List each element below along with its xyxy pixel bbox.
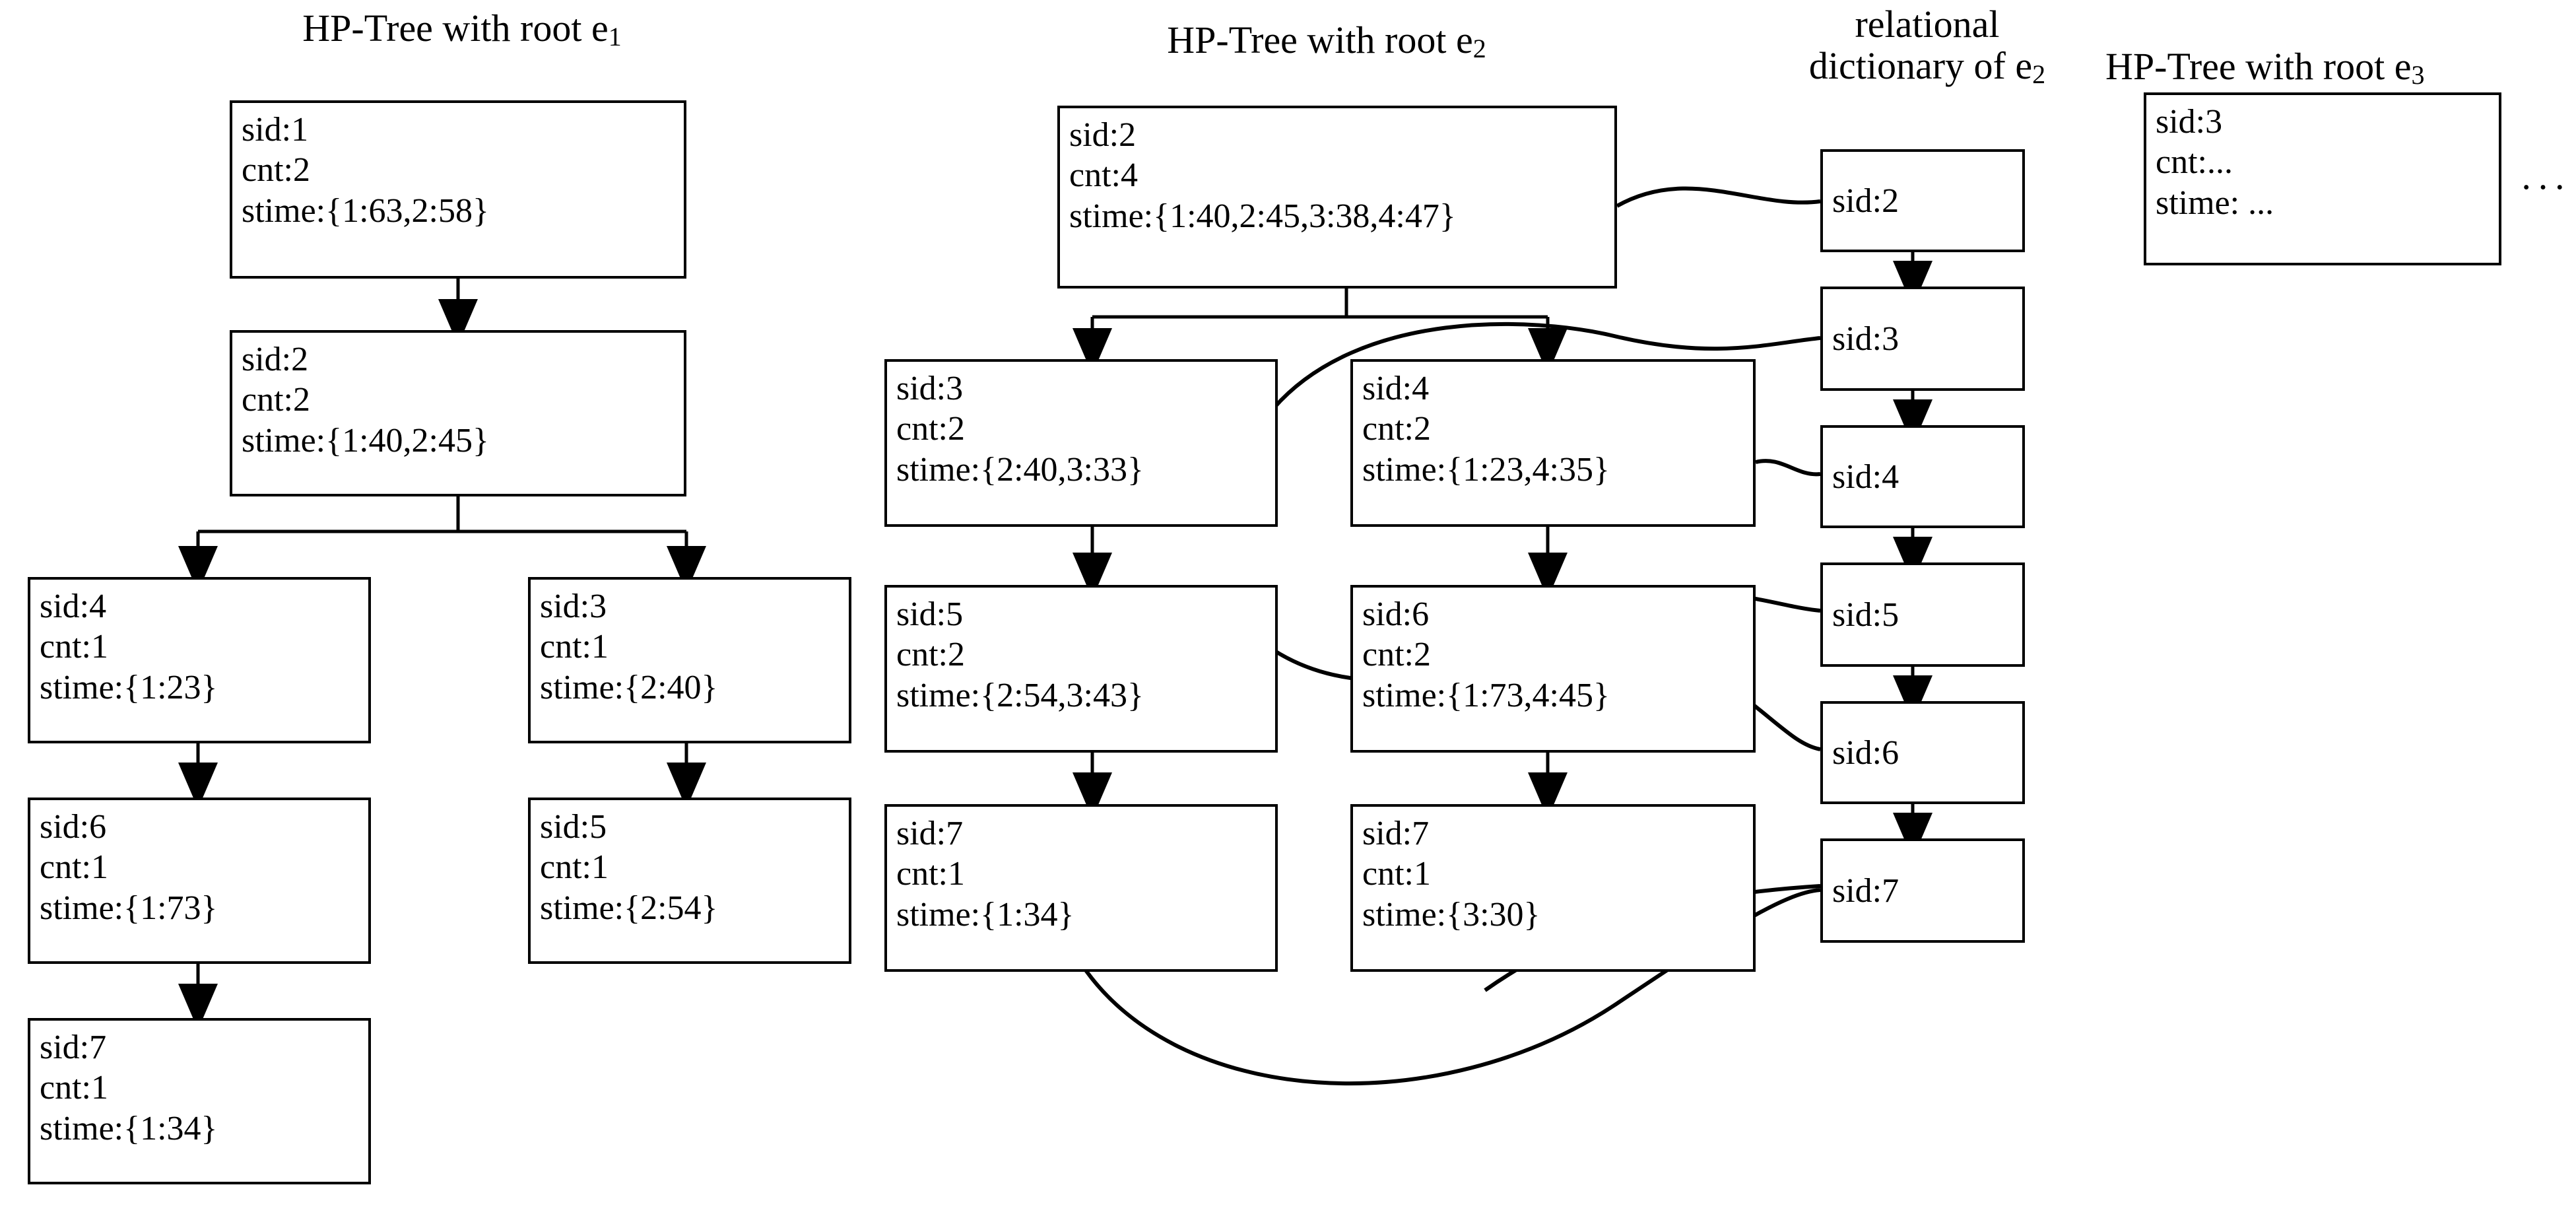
- tree1-node-5[interactable]: sid:5 cnt:1 stime:{2:54}: [528, 798, 851, 964]
- tree2-node-7-left[interactable]: sid:7 cnt:1 stime:{1:34}: [884, 804, 1278, 972]
- dictionary-entry-sid3[interactable]: sid:3: [1820, 287, 2025, 391]
- node-cnt: cnt:1: [1362, 855, 1431, 893]
- node-sid: sid:1: [242, 111, 309, 149]
- node-cnt: cnt:2: [896, 636, 965, 674]
- node-stime: stime:{1:73,4:45}: [1362, 676, 1610, 714]
- dictionary-entry-label: sid:4: [1832, 458, 1899, 496]
- title-dictionary: relational dictionary of e2: [1723, 3, 2132, 89]
- title-tree2: HP-Tree with root e2: [1030, 18, 1624, 64]
- tree1-node-2[interactable]: sid:2 cnt:2 stime:{1:40,2:45}: [230, 330, 686, 496]
- node-stime: stime:{1:23,4:35}: [1362, 450, 1610, 489]
- node-sid: sid:6: [1362, 595, 1430, 633]
- node-sid: sid:2: [242, 341, 309, 378]
- tree2-node-3[interactable]: sid:3 cnt:2 stime:{2:40,3:33}: [884, 359, 1278, 527]
- title-dictionary-line1: relational: [1855, 3, 2000, 46]
- node-cnt: cnt:...: [2156, 143, 2233, 182]
- title-tree1-subscript: 1: [608, 22, 622, 52]
- node-cnt: cnt:1: [40, 628, 108, 666]
- title-tree1: HP-Tree with root e1: [198, 7, 726, 52]
- title-tree2-subscript: 2: [1472, 34, 1486, 64]
- node-stime: stime:{2:54}: [540, 889, 718, 927]
- node-sid: sid:2: [1069, 116, 1137, 154]
- node-stime: stime:{1:23}: [40, 668, 218, 706]
- tree3-node-root[interactable]: sid:3 cnt:... stime: ...: [2144, 92, 2501, 265]
- node-sid: sid:4: [40, 588, 107, 625]
- title-tree1-text: HP-Tree with root e: [302, 7, 609, 50]
- tree3-more-ellipsis: ···: [2520, 166, 2570, 209]
- node-cnt: cnt:4: [1069, 156, 1138, 195]
- node-cnt: cnt:1: [40, 1069, 108, 1107]
- node-cnt: cnt:2: [242, 381, 310, 419]
- node-sid: sid:4: [1362, 370, 1430, 407]
- node-cnt: cnt:2: [896, 410, 965, 448]
- node-sid: sid:3: [896, 370, 964, 407]
- node-sid: sid:5: [896, 595, 964, 633]
- node-stime: stime: ...: [2156, 184, 2274, 222]
- node-stime: stime:{1:63,2:58}: [242, 191, 489, 230]
- tree1-node-root[interactable]: sid:1 cnt:2 stime:{1:63,2:58}: [230, 100, 686, 279]
- tree1-node-7[interactable]: sid:7 cnt:1 stime:{1:34}: [28, 1018, 371, 1184]
- link-t2n1-d2: [1616, 186, 1821, 208]
- node-sid: sid:7: [1362, 815, 1430, 852]
- node-stime: stime:{2:40}: [540, 668, 718, 706]
- node-stime: stime:{1:34}: [40, 1109, 218, 1147]
- node-cnt: cnt:1: [40, 848, 108, 887]
- node-stime: stime:{3:30}: [1362, 895, 1540, 934]
- dictionary-entry-label: sid:5: [1832, 595, 1899, 634]
- node-stime: stime:{1:40,2:45,3:38,4:47}: [1069, 197, 1456, 235]
- title-tree3-text: HP-Tree with root e: [2105, 45, 2412, 88]
- node-sid: sid:5: [540, 808, 607, 846]
- node-stime: stime:{1:34}: [896, 895, 1074, 934]
- tree2-node-root[interactable]: sid:2 cnt:4 stime:{1:40,2:45,3:38,4:47}: [1057, 106, 1617, 289]
- tree1-node-6[interactable]: sid:6 cnt:1 stime:{1:73}: [28, 798, 371, 964]
- node-sid: sid:3: [540, 588, 607, 625]
- link-t2n3-d4: [1755, 459, 1821, 477]
- node-sid: sid:7: [40, 1029, 107, 1066]
- title-tree3-subscript: 3: [2411, 60, 2425, 90]
- title-dictionary-line2: dictionary of e: [1808, 44, 2033, 87]
- title-tree3: HP-Tree with root e3: [2105, 46, 2567, 89]
- node-cnt: cnt:1: [540, 848, 609, 887]
- title-dictionary-subscript: 2: [2032, 59, 2046, 89]
- tree2-node-6[interactable]: sid:6 cnt:2 stime:{1:73,4:45}: [1350, 585, 1756, 753]
- node-cnt: cnt:2: [1362, 410, 1431, 448]
- node-cnt: cnt:2: [1362, 636, 1431, 674]
- node-sid: sid:3: [2156, 103, 2223, 141]
- dictionary-entry-label: sid:3: [1832, 320, 1899, 358]
- dictionary-entry-sid4[interactable]: sid:4: [1820, 425, 2025, 528]
- dictionary-entry-label: sid:2: [1832, 182, 1899, 220]
- dictionary-entry-sid6[interactable]: sid:6: [1820, 701, 2025, 804]
- node-sid: sid:6: [40, 808, 107, 846]
- dictionary-entry-label: sid:6: [1832, 733, 1899, 772]
- tree1-node-4[interactable]: sid:4 cnt:1 stime:{1:23}: [28, 577, 371, 743]
- node-cnt: cnt:1: [896, 855, 965, 893]
- node-cnt: cnt:2: [242, 151, 310, 189]
- tree2-node-5[interactable]: sid:5 cnt:2 stime:{2:54,3:43}: [884, 585, 1278, 753]
- dictionary-entry-sid2[interactable]: sid:2: [1820, 149, 2025, 252]
- node-cnt: cnt:1: [540, 628, 609, 666]
- tree2-node-7-right[interactable]: sid:7 cnt:1 stime:{3:30}: [1350, 804, 1756, 972]
- tree2-node-4[interactable]: sid:4 cnt:2 stime:{1:23,4:35}: [1350, 359, 1756, 527]
- node-stime: stime:{1:40,2:45}: [242, 421, 489, 459]
- tree1-node-3[interactable]: sid:3 cnt:1 stime:{2:40}: [528, 577, 851, 743]
- dictionary-entry-label: sid:7: [1832, 871, 1899, 910]
- dictionary-entry-sid5[interactable]: sid:5: [1820, 562, 2025, 667]
- node-sid: sid:7: [896, 815, 964, 852]
- dictionary-entry-sid7[interactable]: sid:7: [1820, 838, 2025, 943]
- node-stime: stime:{2:40,3:33}: [896, 450, 1144, 489]
- node-stime: stime:{1:73}: [40, 889, 218, 927]
- node-stime: stime:{2:54,3:43}: [896, 676, 1144, 714]
- title-tree2-text: HP-Tree with root e: [1167, 18, 1473, 61]
